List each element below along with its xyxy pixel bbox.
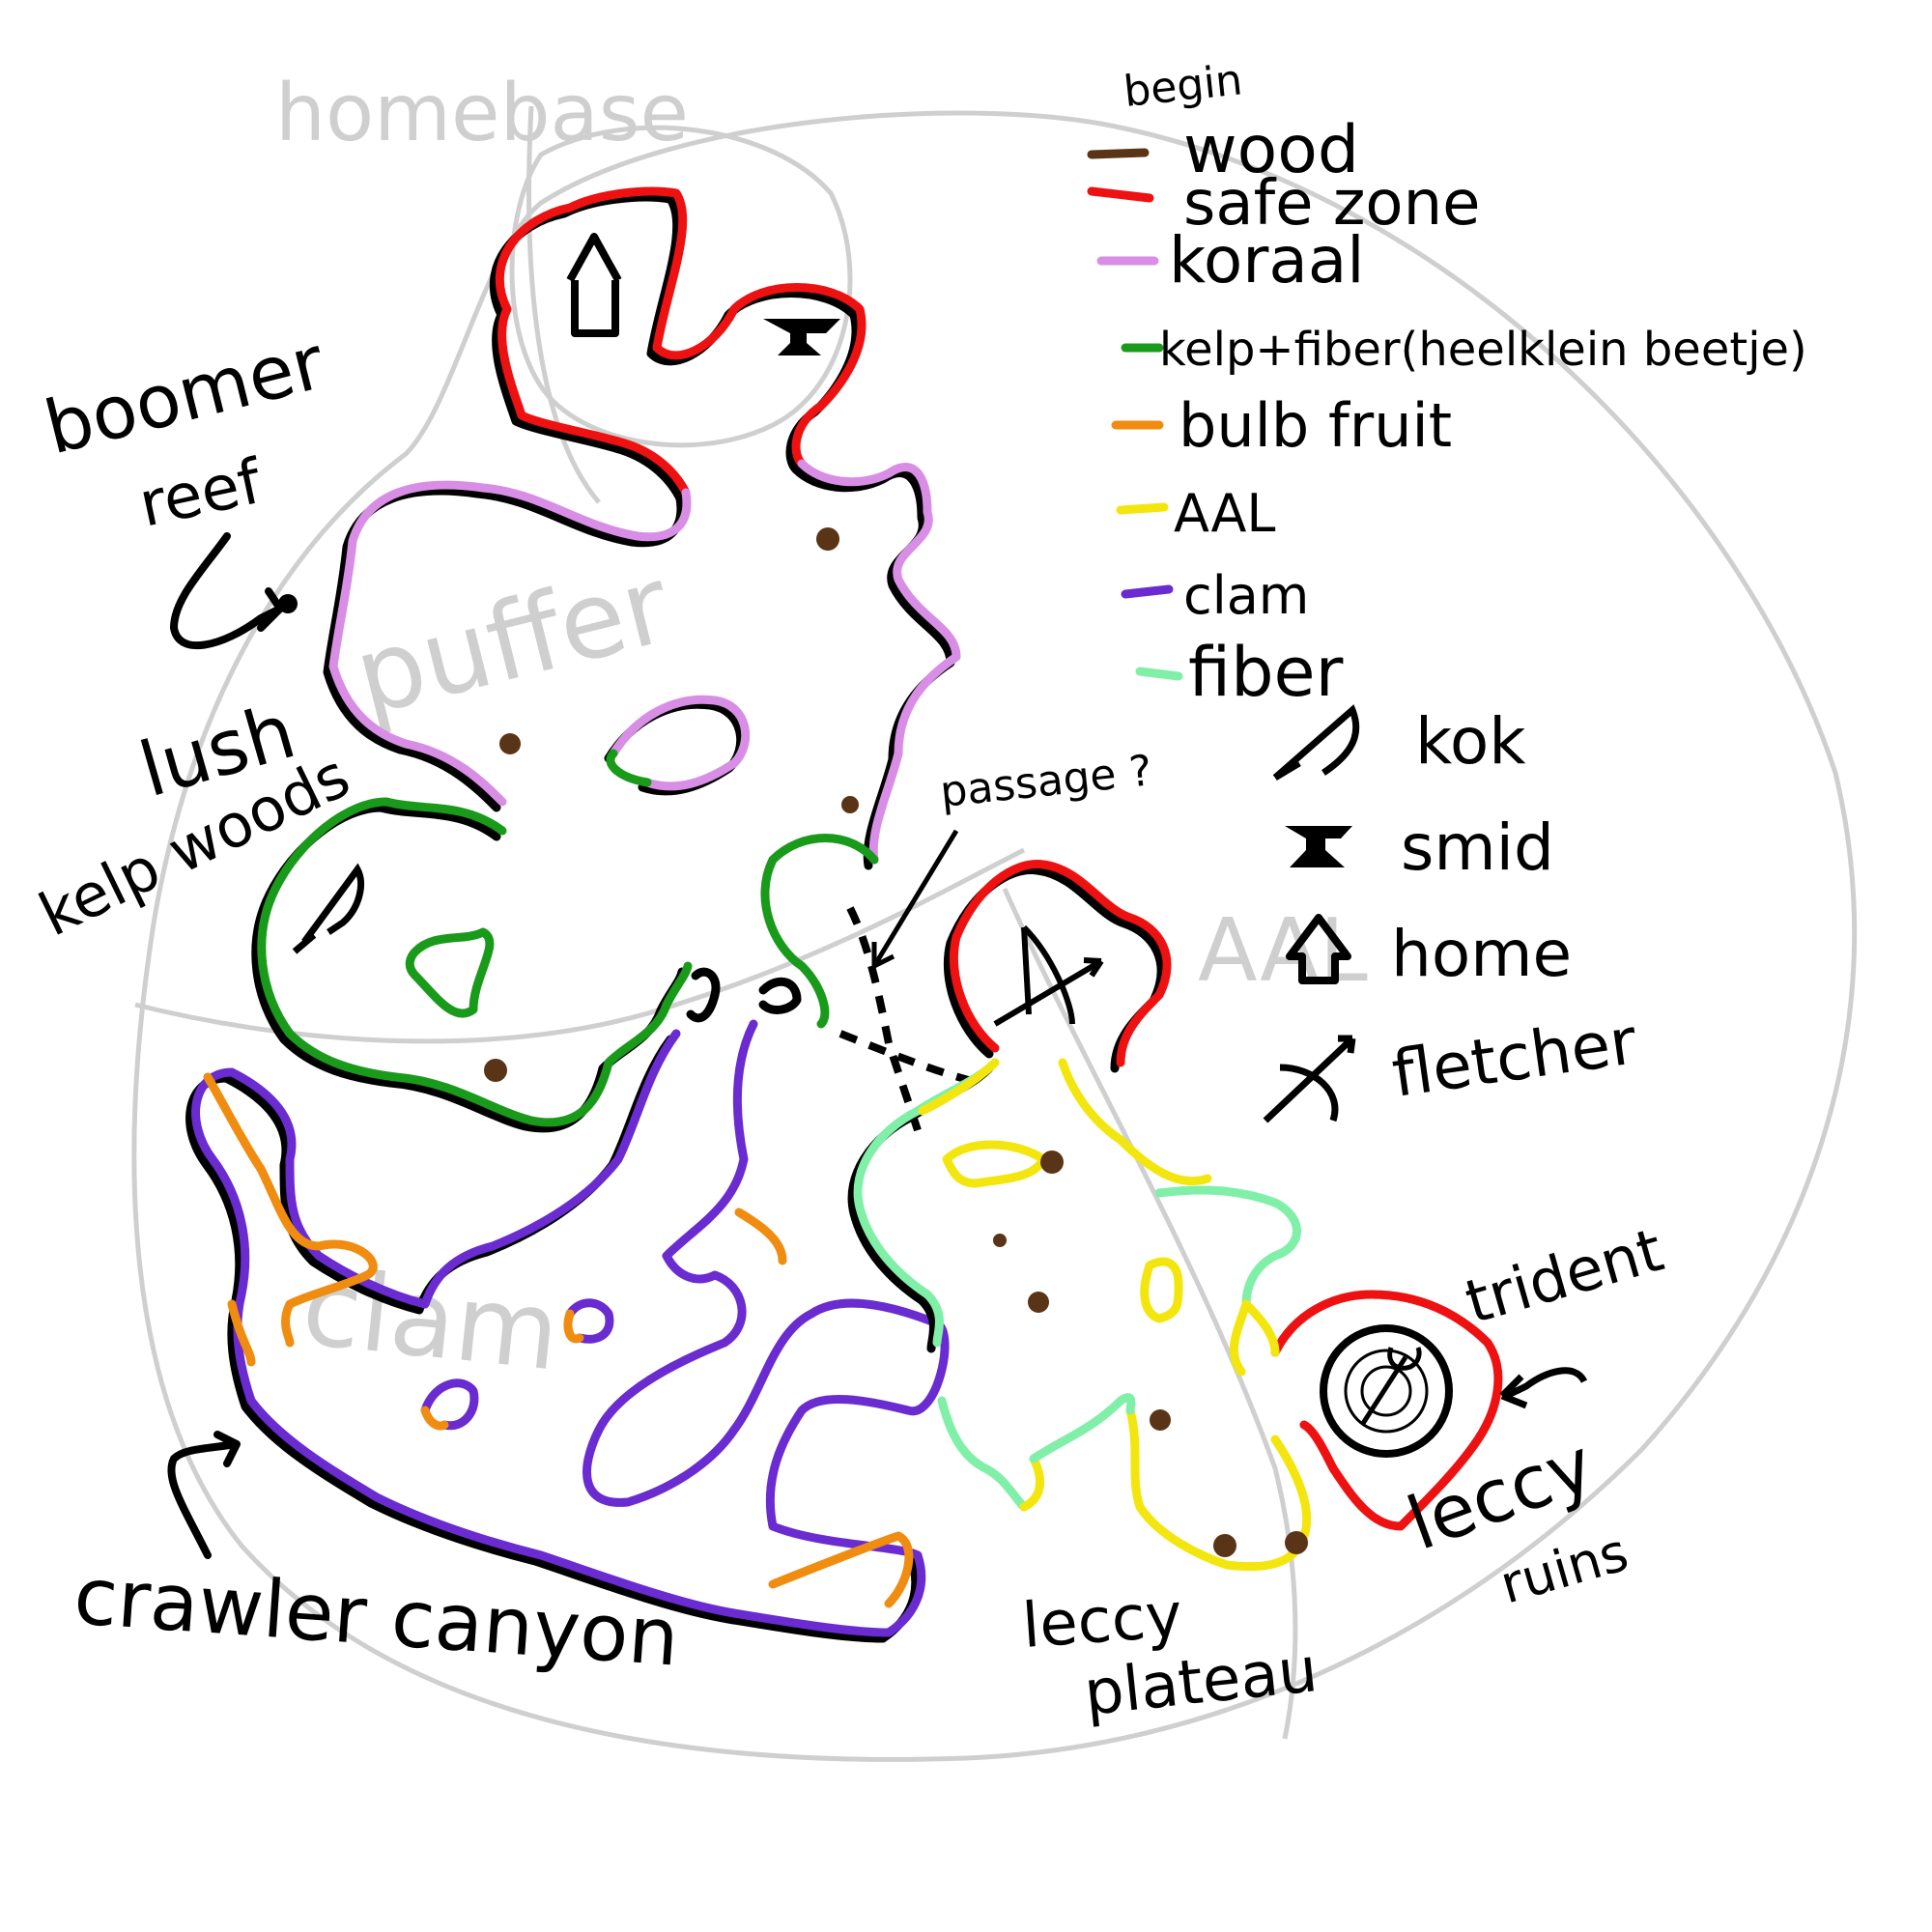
legend-label: kok [1415, 704, 1526, 779]
passage-dashes [846, 906, 922, 1132]
passage-arrow [871, 829, 959, 969]
trident-arrow [1499, 1367, 1588, 1409]
boomer-reef-label: boomer [37, 319, 333, 470]
clam-outline-canyon [191, 1029, 926, 1637]
passage-dashes [838, 1030, 977, 1086]
legend-label: AAL [1174, 483, 1275, 544]
legend-label: kelp+fiber(heelklein beetje) [1159, 323, 1807, 377]
legend-label: wood [1183, 112, 1359, 188]
legend-item-clam: clam [1121, 565, 1309, 626]
trident-icon [1359, 1347, 1422, 1427]
trident-circle [1320, 1324, 1453, 1458]
ghost-label-puffer: puffer [343, 542, 681, 739]
crawler-canyon-arrow [167, 1431, 241, 1559]
koraal-outline-east [797, 459, 961, 865]
wood-dot [1040, 1151, 1064, 1174]
house-icon [1286, 914, 1351, 984]
legend-icon-fletcher: fletcher [1263, 1004, 1642, 1123]
legend-label: fiber [1188, 633, 1344, 712]
trident-label: trident [1458, 1214, 1670, 1338]
legend-label: clam [1183, 565, 1309, 626]
legend-label: home [1391, 917, 1572, 991]
wood-dot [841, 796, 859, 813]
wood-dot [1150, 1409, 1171, 1431]
wood-dot [816, 527, 839, 551]
homebase-safe-zone-outline [495, 186, 867, 469]
ghost-divider-2 [1002, 887, 1298, 1740]
homebase-island [323, 186, 961, 870]
knife-icon [292, 863, 364, 954]
clam-swatch [1121, 584, 1174, 599]
crawler-canyon-region [185, 967, 950, 1643]
wood-dot [1213, 1534, 1236, 1557]
fletcher-safe-zone-outline [949, 859, 1172, 1067]
legend-label: safe zone [1183, 168, 1481, 240]
passage-label: passage ? [938, 746, 1154, 817]
leccy-ruins-region [1241, 1290, 1588, 1531]
legend-icon-kok: kok [1272, 704, 1526, 781]
anvil-icon [763, 319, 840, 355]
legend-item-wood: wood [1087, 112, 1359, 188]
bow-arrow-icon [993, 924, 1104, 1027]
ruins-safe-zone-outline [1270, 1290, 1503, 1531]
legend-label: fletcher [1388, 1004, 1642, 1112]
outer-region-outline [131, 110, 1858, 1762]
legend-item-bulb-fruit: bulb fruit [1111, 390, 1452, 461]
legend-icon-home: home [1286, 914, 1572, 991]
anvil-icon [1285, 826, 1352, 867]
aal-swatch [1116, 502, 1169, 515]
ghost-label-homebase: homebase [275, 68, 689, 159]
legend-icon-smid: smid [1285, 810, 1554, 885]
homebase-ghost-circle [509, 125, 853, 448]
legend-label: bulb fruit [1179, 390, 1452, 461]
ghost-divider-3 [526, 105, 601, 504]
fiber-swatch [1135, 667, 1183, 681]
leccy-plateau-region [847, 1058, 1312, 1572]
leccy-plateau-label: leccy [1020, 1580, 1184, 1662]
wood-dot [499, 733, 521, 754]
boomer-reef-label: reef [133, 446, 269, 542]
legend-item-safe-zone: safe zone [1087, 168, 1481, 240]
legend-label: koraal [1169, 223, 1365, 298]
koraal-outline-west [328, 480, 692, 807]
fletcher-safe-zone [943, 859, 1172, 1073]
wood-dot [1285, 1531, 1308, 1554]
wood-dot [484, 1059, 507, 1082]
legend-item-kelp-fiber: kelp+fiber(heelklein beetje) [1121, 323, 1807, 377]
bow-arrow-icon [1263, 1035, 1356, 1123]
leccy-ruins-label: ruins [1493, 1521, 1634, 1615]
legend-begin-label: begin [1122, 55, 1245, 117]
lush-kelp-woods-region [251, 797, 879, 1133]
legend-label: smid [1401, 810, 1554, 885]
house-icon [566, 233, 622, 337]
kelp-fiber-outline [257, 797, 693, 1127]
legend-item-fiber: fiber [1135, 633, 1344, 712]
knife-icon [1272, 704, 1360, 781]
safe-zone-swatch [1087, 186, 1154, 203]
boomer-reef-arrow [169, 532, 284, 650]
wood-dot [993, 1234, 1007, 1247]
wood-swatch [1087, 148, 1150, 159]
legend-item-koraal: koraal [1096, 223, 1365, 298]
legend-item-aal: AAL [1116, 483, 1275, 544]
wood-dot [1028, 1292, 1049, 1313]
